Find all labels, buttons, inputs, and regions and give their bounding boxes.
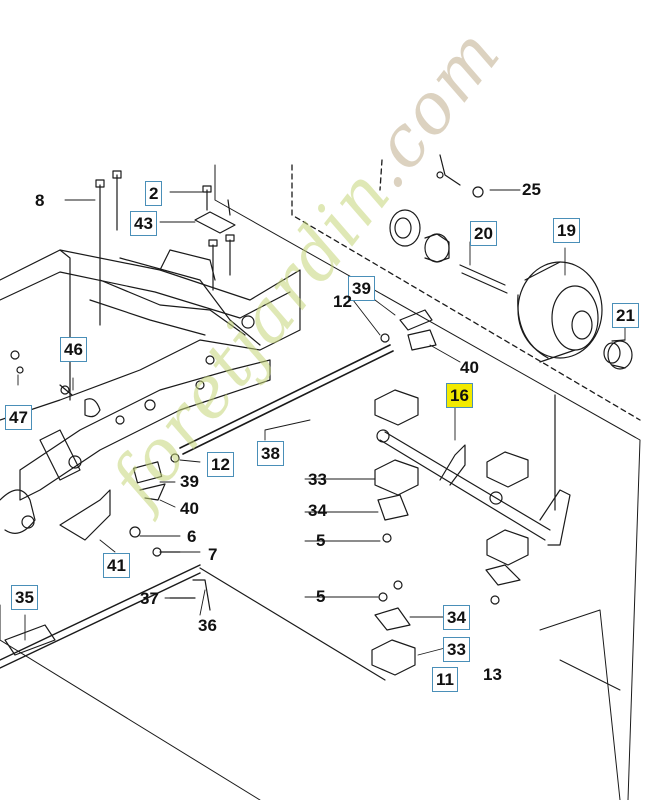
callout-16: 16 <box>446 383 473 408</box>
callout-40a: 40 <box>460 358 479 377</box>
callout-2: 2 <box>145 181 163 206</box>
clamp-blocks <box>371 309 529 676</box>
callout-47: 47 <box>5 405 32 430</box>
callout-34a: 34 <box>308 501 327 520</box>
callout-5a: 5 <box>316 531 326 550</box>
leader-lines <box>17 189 626 656</box>
callout-8: 8 <box>35 191 45 210</box>
callout-40b: 40 <box>180 499 199 518</box>
callout-6: 6 <box>187 527 197 546</box>
wheel-assembly <box>389 154 633 370</box>
callout-33a: 33 <box>308 470 327 489</box>
callout-7: 7 <box>208 545 218 564</box>
callout-12b: 12 <box>207 452 234 477</box>
small-parts-left <box>10 350 181 557</box>
callout-19: 19 <box>553 218 580 243</box>
callout-34b: 34 <box>443 605 470 630</box>
callout-35: 35 <box>11 585 38 610</box>
callout-20: 20 <box>470 221 497 246</box>
callout-5b: 5 <box>316 587 326 606</box>
callout-33b: 33 <box>443 637 470 662</box>
bolts-group <box>95 170 236 326</box>
axle-assembly <box>376 394 571 546</box>
callout-38: 38 <box>257 441 284 466</box>
callout-39b: 39 <box>180 472 199 491</box>
callout-21: 21 <box>612 303 639 328</box>
callout-25: 25 <box>522 180 541 199</box>
frame-panel-outlines <box>0 164 641 800</box>
callout-41: 41 <box>103 553 130 578</box>
callout-12a: 12 <box>333 292 352 311</box>
callout-46: 46 <box>60 337 87 362</box>
callout-11: 11 <box>432 667 458 692</box>
callout-43: 43 <box>130 211 157 236</box>
dashed-boundary <box>291 159 641 421</box>
callout-13: 13 <box>483 665 502 684</box>
callout-39a: 39 <box>348 276 375 301</box>
callout-37: 37 <box>140 589 159 608</box>
callout-36: 36 <box>198 616 217 635</box>
